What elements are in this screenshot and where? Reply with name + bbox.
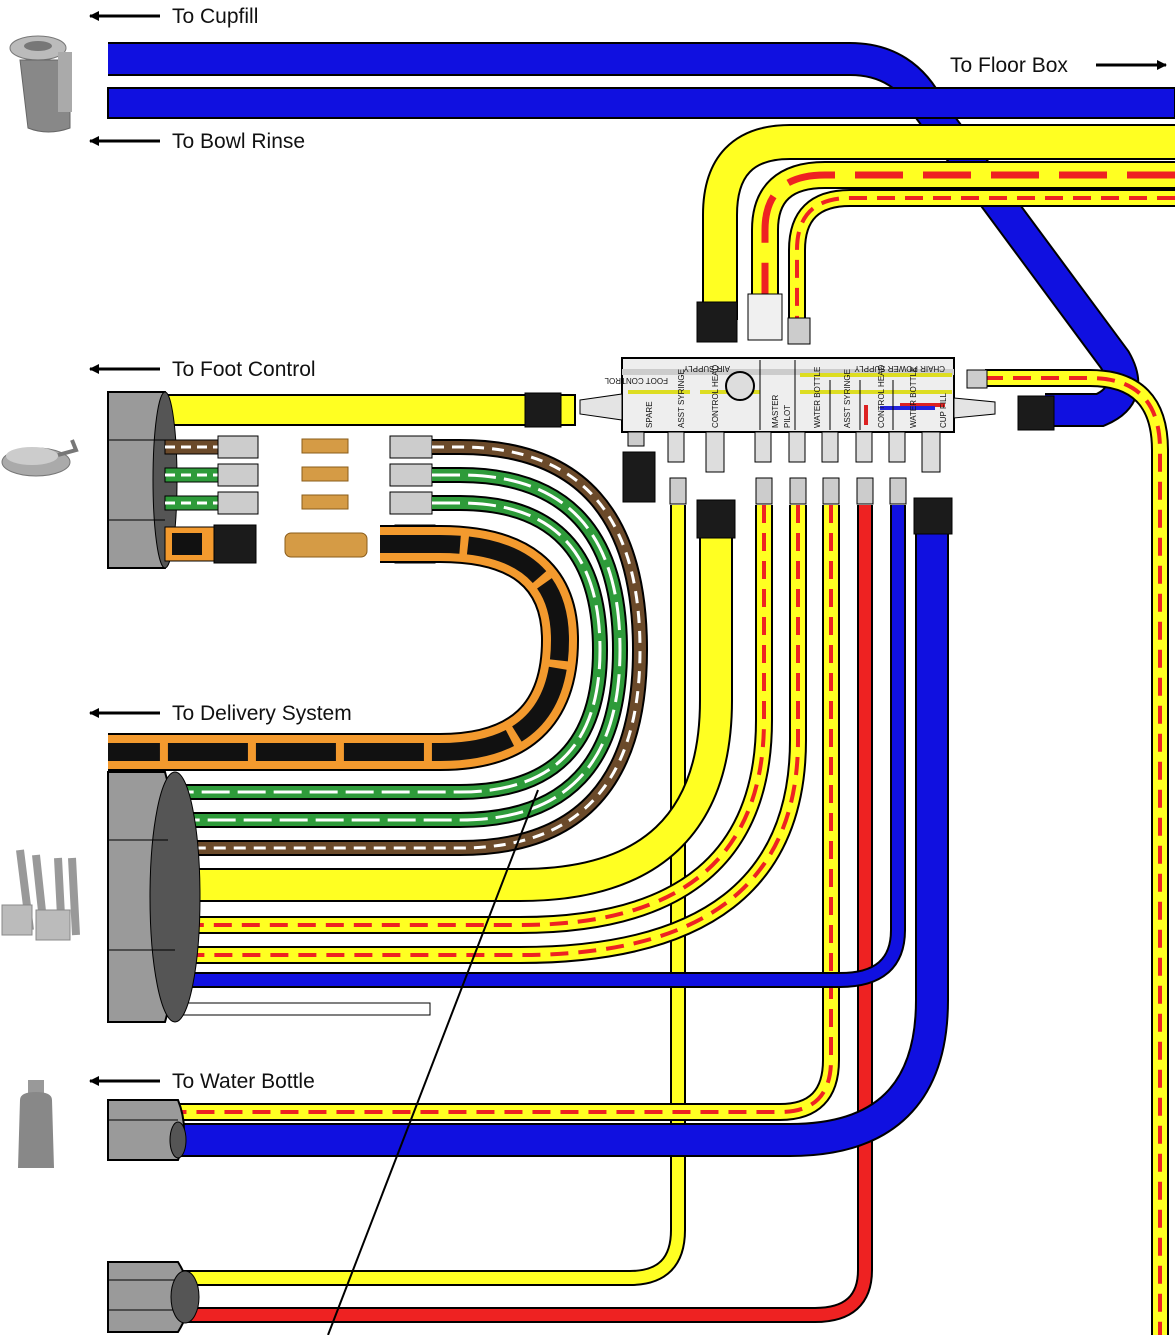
chair-power-tube: [751, 161, 1175, 300]
port-label-control-head-1: CONTROL HEAD: [711, 365, 720, 428]
port-label-control-head-2: CONTROL HEAD: [877, 365, 886, 428]
water-bottle-sheath: [107, 1099, 187, 1161]
bowl-rinse-tube: [107, 87, 1175, 119]
callout-leader-line: [327, 789, 539, 1335]
manifold-label-chair-power: CHAIR POWER SUPPLY: [854, 364, 945, 373]
manifold-block: AIR SUPPLY FOOT CONTROL CHAIR POWER SUPP…: [604, 357, 955, 433]
delivery-loops: [108, 439, 649, 856]
foot-control-tube: [164, 392, 576, 428]
port-label-water-bottle-1: WATER BOTTLE: [813, 367, 822, 428]
cupfill-icon: [9, 35, 72, 133]
port-label-master: MASTER: [771, 394, 780, 428]
delivery-sheath: [107, 771, 201, 1023]
air-supply-tube: [702, 124, 1175, 320]
port-label-asst-syringe-2: ASST SYRINGE: [843, 369, 852, 428]
port-label-water-bottle-2: WATER BOTTLE: [909, 367, 918, 428]
label-delivery-system: To Delivery System: [172, 702, 352, 725]
cup-fill-pilot-tube: [985, 369, 1169, 1335]
port-label-pilot: PILOT: [783, 405, 792, 428]
manifold-label-air-supply: AIR SUPPLY: [683, 364, 730, 373]
port-label-cup-fill: CUP FILL: [939, 392, 948, 428]
foot-control-icon: [1, 439, 79, 477]
manifold-label-foot-control: FOOT CONTROL: [604, 376, 668, 385]
manifold-bottom-ports: [622, 431, 941, 505]
master-pilot-tubes: [150, 505, 807, 964]
bottom-sheath: [107, 1261, 200, 1333]
label-floor-box: To Floor Box: [950, 54, 1068, 77]
port-label-asst-syringe-1: ASST SYRINGE: [677, 369, 686, 428]
label-foot-control: To Foot Control: [172, 358, 316, 381]
fittings-middle: [284, 438, 368, 558]
water-bottle-icon: [18, 1080, 54, 1168]
label-bowl-rinse: To Bowl Rinse: [172, 130, 305, 153]
pilot-supply-tube: [788, 189, 1175, 325]
fittings-left: [213, 435, 259, 564]
port-label-spare: SPARE: [645, 401, 654, 428]
label-cupfill: To Cupfill: [172, 5, 258, 28]
label-water-bottle: To Water Bottle: [172, 1070, 315, 1093]
delivery-system-icon: [1, 849, 80, 941]
